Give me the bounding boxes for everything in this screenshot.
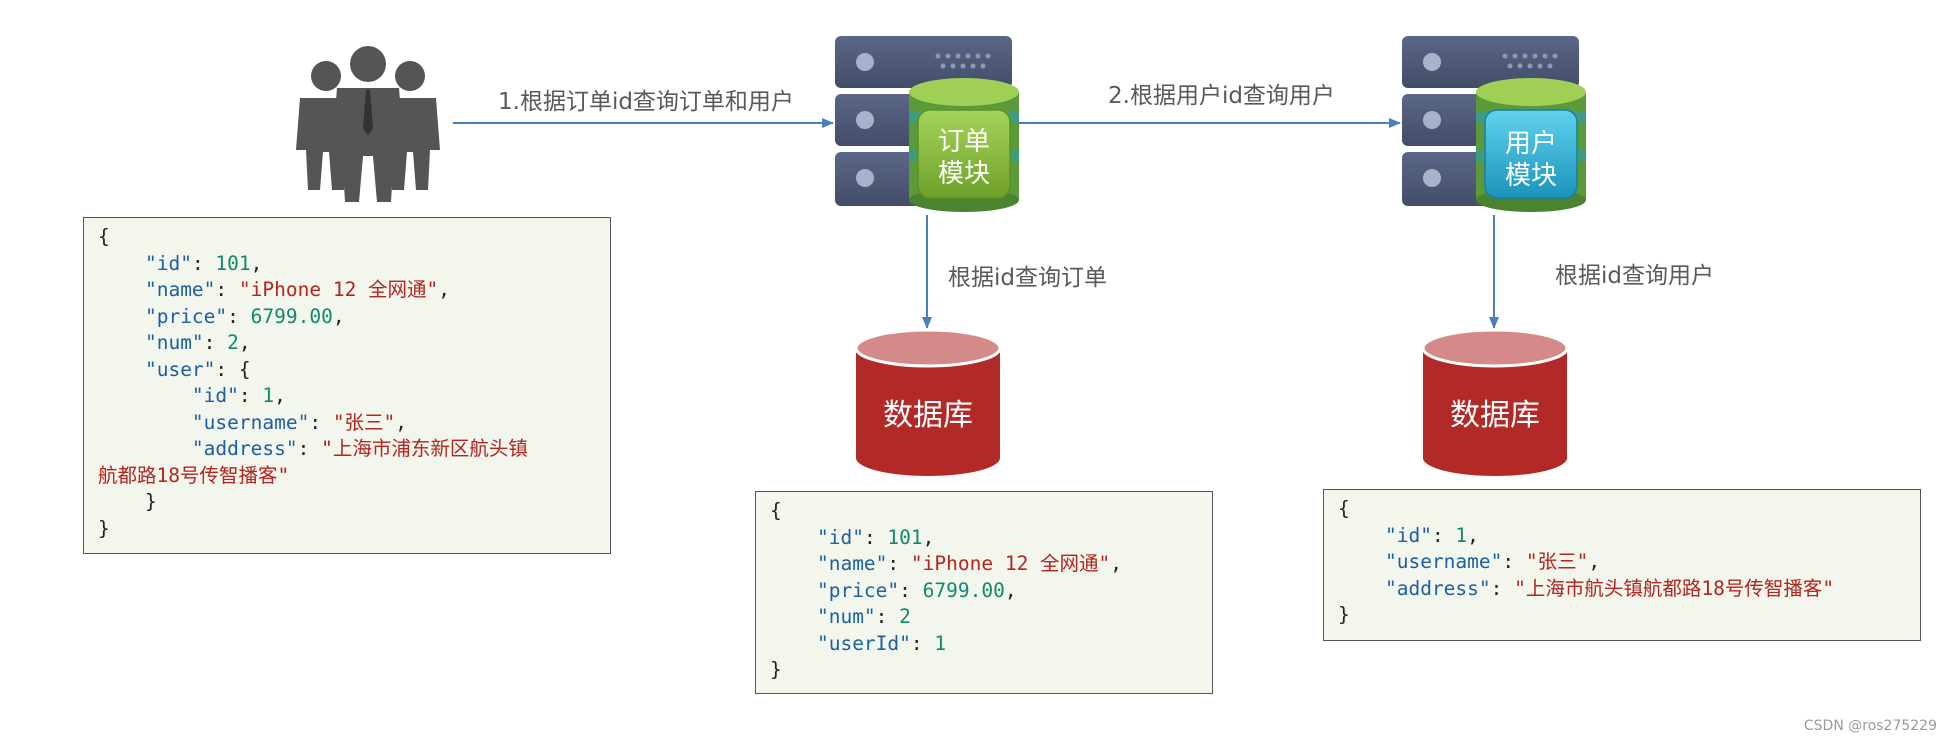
json-value: "iPhone 12 全网通" — [910, 552, 1111, 575]
json-key: "address" — [191, 437, 298, 460]
json-value: 101 — [215, 251, 251, 275]
json-value: 101 — [887, 525, 923, 549]
json-key: "name" — [144, 278, 216, 301]
json-brace: } — [1338, 603, 1350, 626]
json-key: "num" — [816, 605, 876, 628]
json-brace: { — [1338, 497, 1350, 520]
json-key: "id" — [144, 251, 192, 275]
code-line: "num": 2, — [144, 331, 251, 354]
code-line: } — [98, 489, 596, 516]
json-value: 1 — [1455, 523, 1468, 547]
user-database-icon — [1421, 328, 1569, 476]
json-result-box: { "id": 101, "name": "iPhone 12 全网通", "p… — [83, 217, 611, 554]
code-line: "name": "iPhone 12 全网通", — [816, 552, 1123, 575]
code-line: 航都路18号传智播客" — [98, 463, 596, 490]
json-value: "上海市航头镇航都路18号传智播客" — [1514, 576, 1835, 600]
json-key: "user" — [144, 357, 216, 381]
json-key: "id" — [191, 384, 239, 407]
json-key: "id" — [1384, 523, 1432, 547]
order-module-icon — [909, 78, 1019, 212]
watermark: CSDN @ros275229 — [1803, 718, 1937, 734]
user-module-line1: 用户 — [1504, 129, 1557, 159]
json-value: "iPhone 12 全网通" — [238, 278, 439, 301]
order-module-label: 订单 模块 — [924, 126, 1004, 190]
code-line: { — [1338, 496, 1906, 523]
json-key: "num" — [144, 331, 204, 354]
json-brace: { — [770, 499, 782, 522]
json-order-box: { "id": 101, "name": "iPhone 12 全网通", "p… — [755, 491, 1213, 694]
json-value: 航都路18号传智播客" — [98, 463, 290, 487]
code-line: "id": 1, — [191, 384, 286, 407]
json-key: "price" — [144, 304, 228, 328]
code-line: "id": 101, — [144, 251, 263, 275]
arrow-label-order-query: 根据id查询订单 — [948, 265, 1107, 291]
json-value: "上海市浦东新区航头镇 — [321, 437, 528, 460]
json-value: 6799.00 — [922, 578, 1005, 602]
code-line: "price": 6799.00, — [144, 304, 345, 328]
json-brace: } — [98, 516, 110, 540]
json-brace: { — [98, 225, 110, 248]
json-key: "userId" — [816, 631, 911, 655]
user-module-label: 用户 模块 — [1491, 128, 1571, 192]
code-line: { — [770, 498, 1198, 525]
json-value: 1 — [934, 631, 947, 655]
users-icon — [296, 46, 440, 202]
code-line: "num": 2 — [816, 605, 911, 628]
json-user-box: { "id": 1, "username": "张三", "address": … — [1323, 489, 1921, 641]
order-module-line1: 订单 — [937, 127, 990, 157]
code-line: { — [98, 224, 596, 251]
code-line: "name": "iPhone 12 全网通", — [144, 278, 451, 301]
user-module-icon — [1476, 78, 1586, 212]
code-line: } — [98, 516, 596, 543]
code-line: "address": "上海市航头镇航都路18号传智播客" — [1384, 576, 1835, 600]
json-brace: } — [144, 490, 157, 513]
json-key: "name" — [816, 552, 888, 575]
json-brace: } — [770, 658, 782, 681]
order-database-label: 数据库 — [883, 398, 973, 433]
arrow-label-step1: 1.根据订单id查询订单和用户 — [498, 89, 794, 115]
code-line: "username": "张三", — [1384, 550, 1601, 573]
json-value: "张三" — [332, 410, 396, 434]
json-key: "id" — [816, 525, 864, 549]
code-line: "user": { — [144, 357, 251, 381]
arrow-label-step2: 2.根据用户id查询用户 — [1108, 83, 1335, 109]
json-value: 6799.00 — [250, 304, 333, 328]
order-database-icon — [854, 328, 1002, 476]
code-line: } — [1338, 602, 1906, 629]
json-key: "username" — [1384, 550, 1503, 573]
json-value: 2 — [227, 331, 239, 354]
json-key: "price" — [816, 578, 900, 602]
arrow-label-user-query: 根据id查询用户 — [1555, 263, 1714, 289]
code-line: "username": "张三", — [191, 410, 408, 434]
json-key: "address" — [1384, 576, 1491, 600]
user-module-line2: 模块 — [1504, 161, 1557, 191]
code-line: } — [770, 657, 1198, 684]
code-line: "id": 1, — [1384, 523, 1479, 547]
json-key: "username" — [191, 410, 310, 434]
json-value: 1 — [262, 384, 275, 407]
json-value: 2 — [899, 605, 911, 628]
code-line: "id": 101, — [816, 525, 935, 549]
order-module-line2: 模块 — [937, 159, 990, 189]
code-line: "price": 6799.00, — [816, 578, 1017, 602]
code-line: "address": "上海市浦东新区航头镇 — [191, 437, 528, 460]
json-value: "张三" — [1525, 550, 1589, 573]
code-line: "userId": 1 — [816, 631, 947, 655]
user-database-label: 数据库 — [1450, 398, 1540, 433]
